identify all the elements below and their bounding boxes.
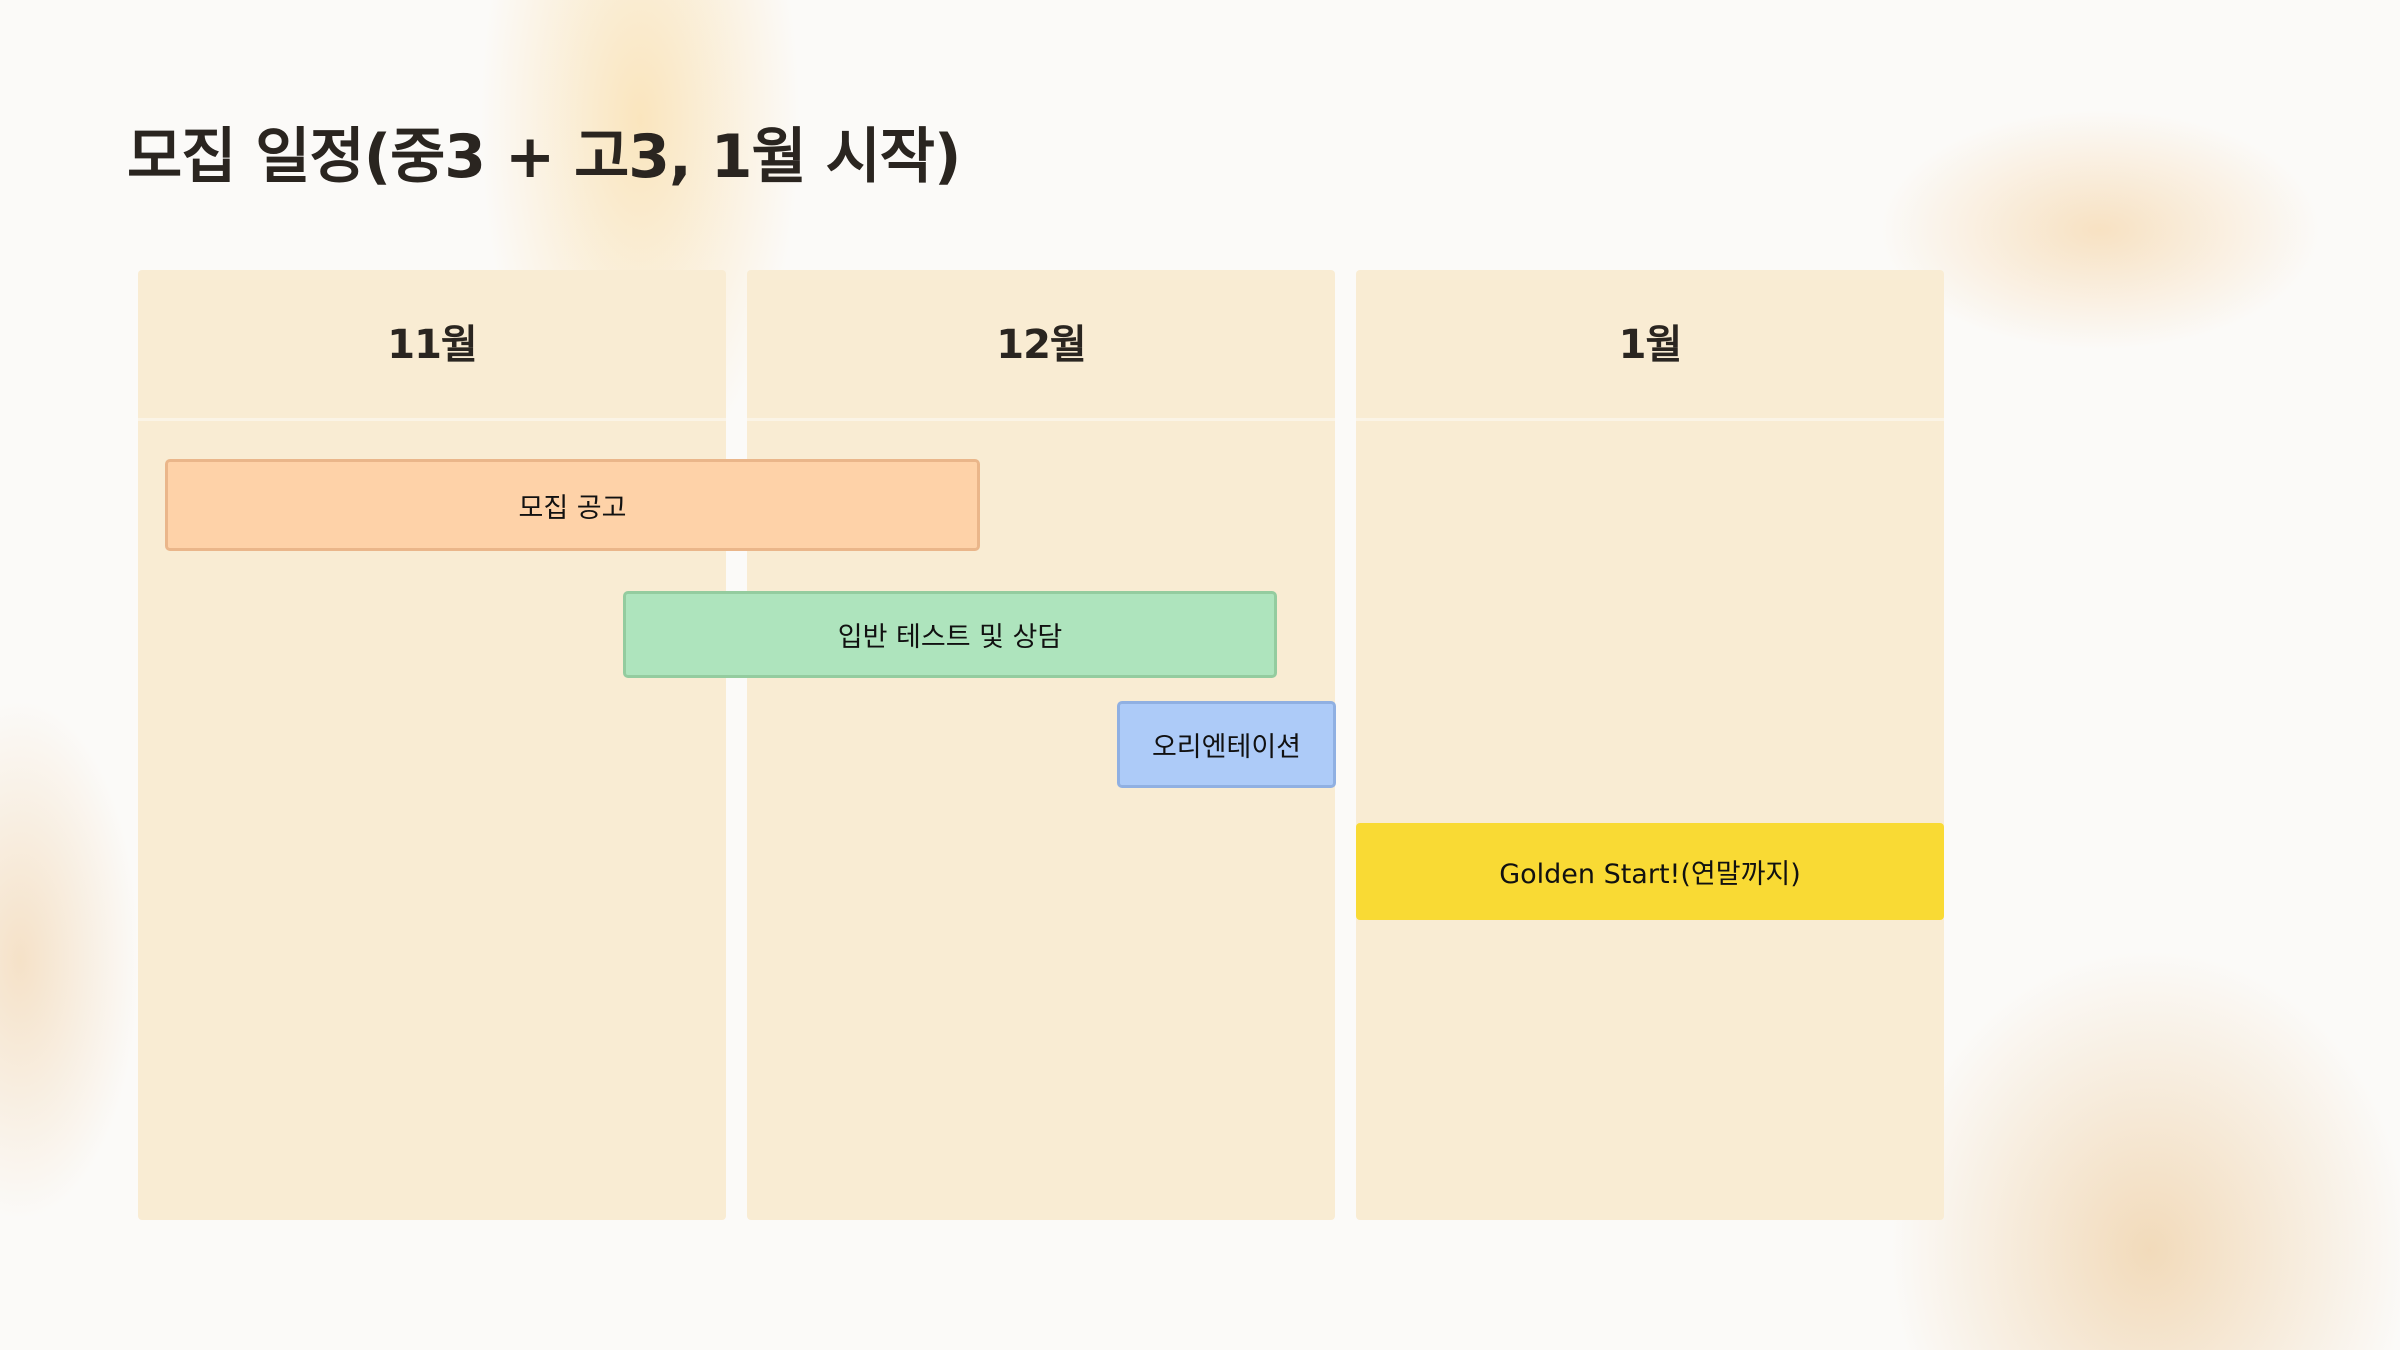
event-bar-golden-start[interactable]: Golden Start!(연말까지) (1356, 823, 1944, 920)
header-divider (747, 418, 1335, 421)
event-label: 오리엔테이션 (1151, 732, 1302, 763)
month-label-dec: 12월 (996, 322, 1086, 368)
header-divider (1356, 418, 1944, 421)
event-bar-orientation[interactable]: 오리엔테이션 (1117, 701, 1336, 788)
month-label-nov: 11월 (387, 322, 477, 368)
month-label-jan: 1월 (1618, 322, 1683, 368)
page-title: 모집 일정(중3 + 고3, 1월 시작) (127, 122, 961, 192)
event-bar-placement-test[interactable]: 입반 테스트 및 상담 (623, 591, 1277, 678)
event-bar-recruit-notice[interactable]: 모집 공고 (165, 459, 980, 551)
event-label: Golden Start!(연말까지) (1499, 859, 1801, 890)
event-label: 입반 테스트 및 상담 (837, 622, 1063, 653)
month-column-nov (138, 270, 726, 1220)
header-divider (138, 418, 726, 421)
event-label: 모집 공고 (518, 492, 627, 524)
month-column-jan (1356, 270, 1944, 1220)
